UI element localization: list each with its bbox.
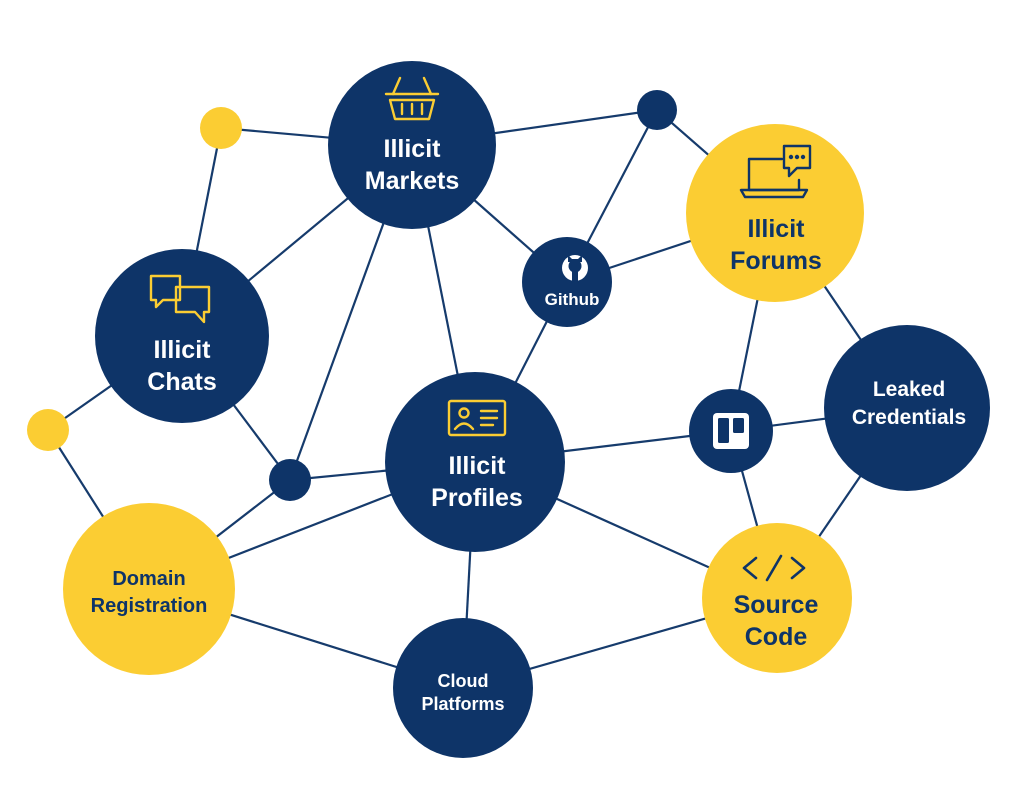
node-label-line1: Cloud (438, 671, 489, 691)
node-circle (522, 237, 612, 327)
node-label-line1: Illicit (384, 135, 442, 163)
node-cloud-platforms: Cloud Platforms (393, 618, 533, 758)
node-label-line2: Credentials (852, 406, 966, 429)
laptop-chat-icon (739, 144, 812, 199)
node-label-line1: Leaked (873, 378, 945, 401)
node-illicit-profiles: Illicit Profiles (385, 372, 565, 552)
node-label-line2: Code (745, 623, 808, 651)
node-label: Github (545, 290, 600, 309)
node-label-line1: Source (734, 591, 819, 619)
github-icon (562, 255, 588, 282)
node-leaked-credentials: Leaked Credentials (824, 325, 990, 491)
node-label-line2: Markets (365, 167, 460, 195)
node-label-line1: Domain (112, 568, 185, 590)
node-label-line2: Chats (147, 368, 216, 396)
node-circle (95, 249, 269, 423)
node-label-line1: Illicit (449, 452, 507, 480)
node-label-line1: Illicit (748, 215, 806, 243)
node-source-code: Source Code (702, 523, 852, 673)
node-trello (689, 389, 773, 473)
edge (194, 127, 223, 256)
trello-icon (713, 413, 749, 449)
node-label-line2: Forums (730, 247, 822, 275)
node-label-line2: Registration (91, 595, 208, 617)
node-github: Github (522, 237, 612, 327)
small-dot-yellow-left (27, 409, 69, 451)
id-card-icon (447, 399, 507, 437)
node-illicit-markets: Illicit Markets (328, 61, 496, 229)
node-circle (824, 325, 990, 491)
node-illicit-chats: Illicit Chats (95, 249, 269, 423)
small-dot-navy-top (637, 90, 677, 130)
node-label-line1: Illicit (154, 336, 212, 364)
node-circle (702, 523, 852, 673)
shopping-basket-icon (384, 76, 440, 121)
node-label-line2: Profiles (431, 484, 523, 512)
node-circle (686, 124, 864, 302)
small-dot-yellow-top (200, 107, 242, 149)
node-circle (393, 618, 533, 758)
small-dot-navy-middle (269, 459, 311, 501)
node-circle (63, 503, 235, 675)
code-brackets-icon (742, 554, 806, 582)
node-circle (385, 372, 565, 552)
node-domain-registration: Domain Registration (63, 503, 235, 675)
node-circle (328, 61, 496, 229)
node-label-line2: Platforms (421, 694, 504, 714)
chat-bubbles-icon (149, 274, 211, 324)
node-illicit-forums: Illicit Forums (686, 124, 864, 302)
